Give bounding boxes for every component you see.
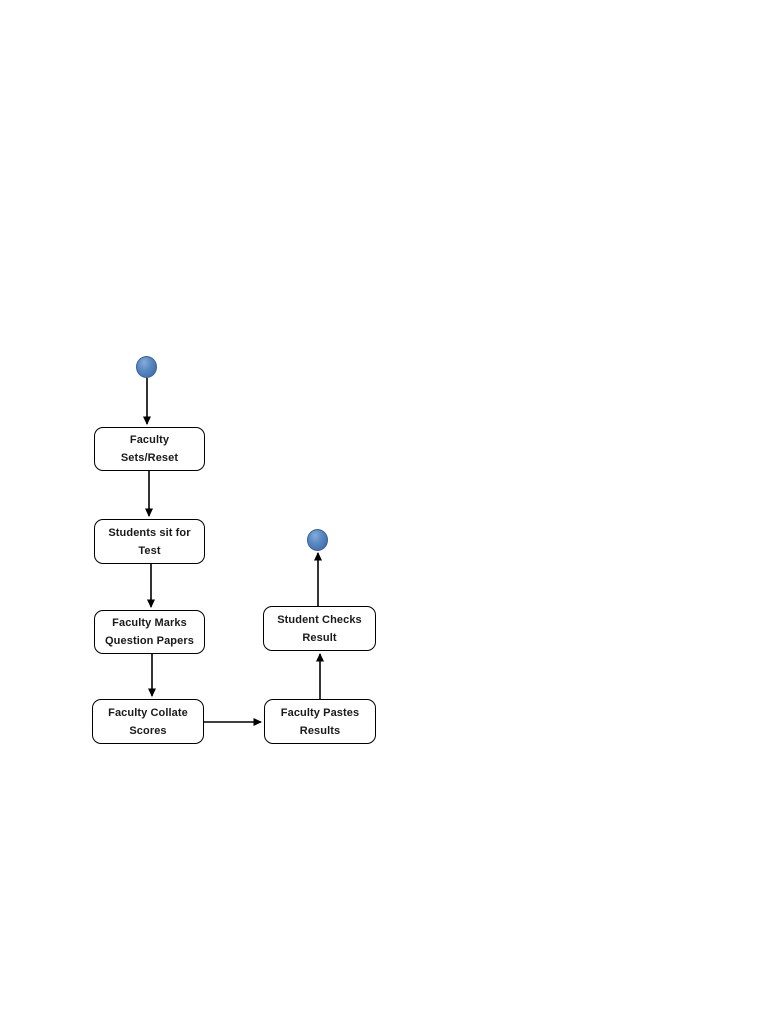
activity-label: Faculty Pastes Results [280,706,360,737]
activity-label: Students sit for Test [108,526,191,557]
activity-node-student-checks-result: Student Checks Result [263,606,376,651]
initial-node-circle [136,356,157,378]
activity-node-faculty-sets-reset: Faculty Sets/Reset [94,427,205,471]
activity-label: Faculty Sets/Reset [120,434,179,464]
activity-label: Faculty Marks Question Papers [105,617,194,647]
activity-node-faculty-pastes-results: Faculty Pastes Results [264,699,376,744]
activity-label: Faculty Collate Scores [108,706,188,737]
activity-node-faculty-marks-question-papers: Faculty Marks Question Papers [94,610,205,654]
activity-node-faculty-collate-scores: Faculty Collate Scores [92,699,204,744]
activity-label: Student Checks Result [277,613,362,644]
final-node-circle [307,529,328,551]
activity-node-students-sit-for-test: Students sit for Test [94,519,205,564]
